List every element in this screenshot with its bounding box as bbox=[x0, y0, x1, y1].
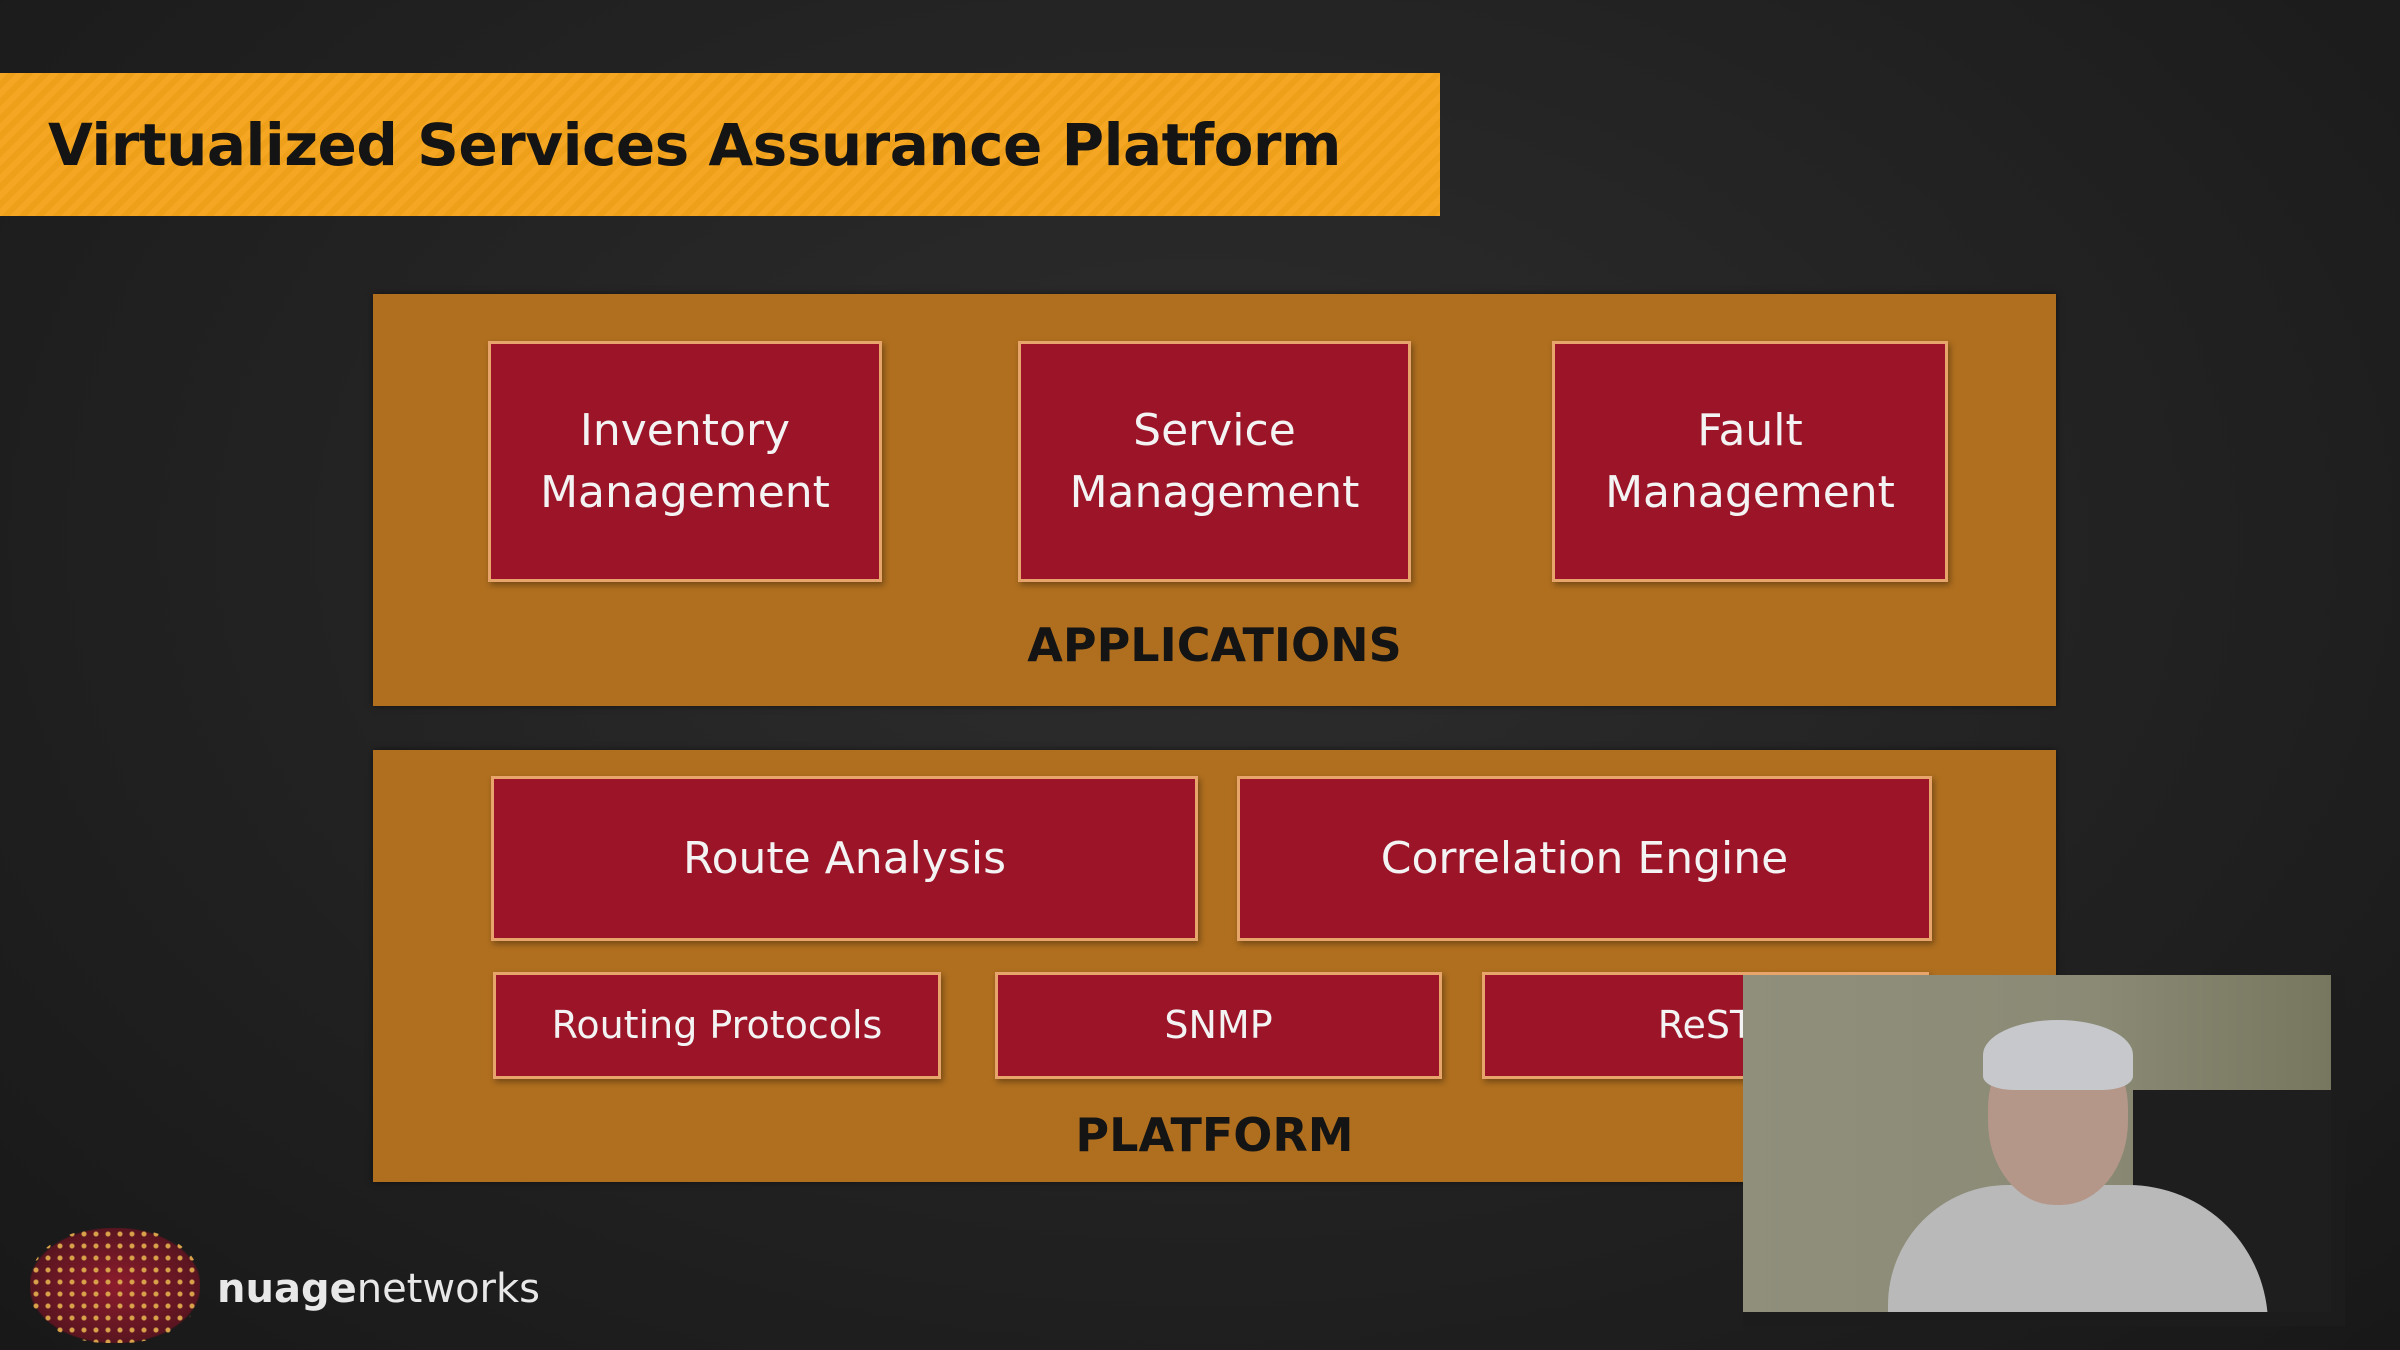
presenter-hair bbox=[1983, 1020, 2133, 1090]
nuage-networks-logo: nuagenetworks bbox=[217, 1266, 540, 1312]
logo-bold: nuage bbox=[217, 1266, 357, 1312]
route-analysis-box: Route Analysis bbox=[491, 776, 1198, 941]
routing-protocols-box: Routing Protocols bbox=[493, 972, 941, 1079]
logo-light: networks bbox=[356, 1266, 540, 1312]
nuage-logo-icon bbox=[30, 1228, 200, 1343]
presenter-video bbox=[1743, 975, 2345, 1326]
box-line: Service bbox=[1133, 404, 1296, 456]
applications-label: APPLICATIONS bbox=[1027, 618, 1402, 672]
box-line: Management bbox=[540, 466, 830, 518]
slide-title-bar: Virtualized Services Assurance Platform bbox=[0, 73, 1440, 216]
box-line: Inventory bbox=[579, 404, 791, 456]
box-line: Management bbox=[1069, 466, 1360, 518]
box-line: Fault bbox=[1697, 404, 1803, 456]
platform-label: PLATFORM bbox=[1075, 1108, 1354, 1162]
slide-title: Virtualized Services Assurance Platform bbox=[48, 110, 1341, 179]
box-line: Management bbox=[1605, 466, 1895, 518]
correlation-engine-box: Correlation Engine bbox=[1237, 776, 1932, 941]
snmp-box: SNMP bbox=[995, 972, 1442, 1079]
